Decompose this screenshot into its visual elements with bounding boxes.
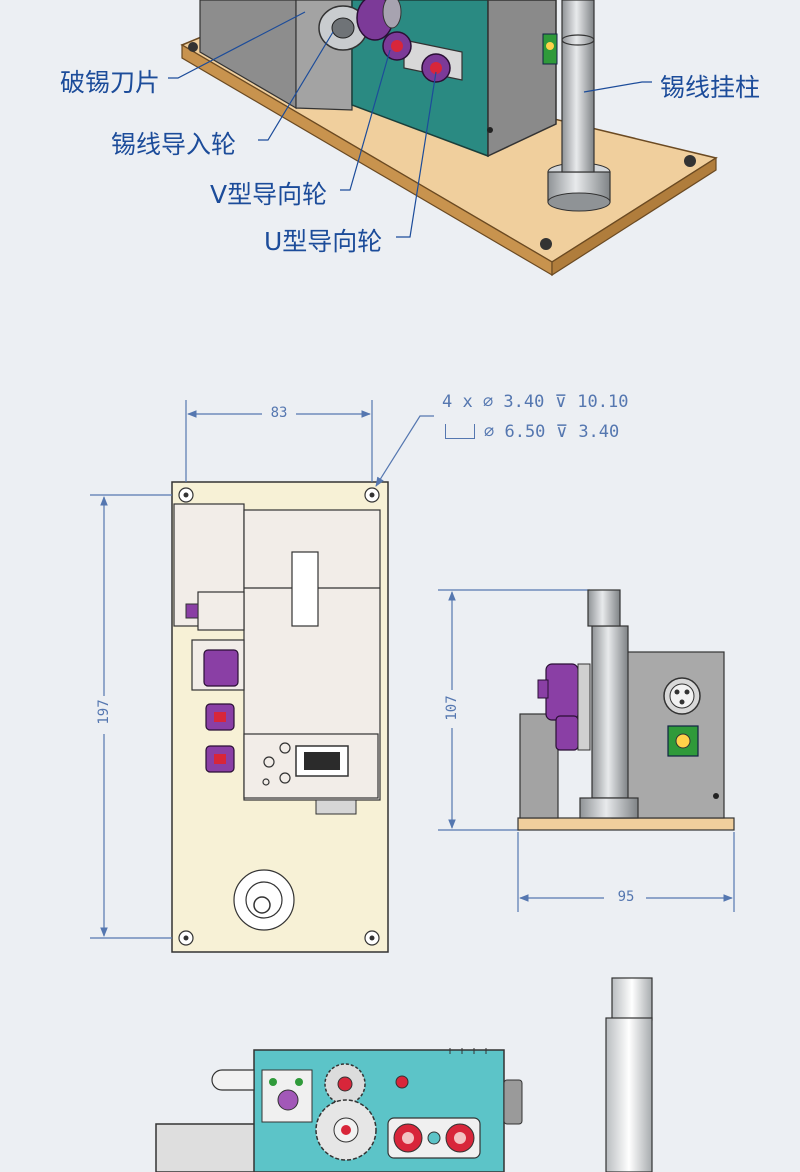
callout-feed-wheel: 锡线导入轮: [111, 130, 237, 159]
wood-base-front: [551, 156, 717, 277]
bottom-purple-knob: [277, 1089, 299, 1111]
feed-roller: [203, 649, 239, 687]
leader-v-guide: [340, 49, 391, 191]
callout-leaders: [168, 11, 652, 238]
purple-knob: [185, 603, 199, 619]
top-view: [171, 481, 389, 953]
green-indicator-dot: [546, 42, 554, 50]
v-roller-core: [391, 40, 403, 52]
callout-post: 锡线挂柱: [660, 73, 761, 102]
dim-side-width-label: 95: [617, 889, 635, 905]
callout-u-guide: U型导向轮: [264, 227, 383, 256]
side-post-base: [579, 797, 639, 819]
dim-width-label: 83: [270, 405, 288, 421]
bottom-post-column: [605, 1017, 653, 1172]
dim-height-label: 197: [96, 699, 112, 725]
base-hole: [188, 42, 198, 52]
counterbore-icon: [445, 424, 475, 439]
callout-v-guide: V型导向轮: [210, 180, 328, 209]
side-post-column: [591, 625, 629, 799]
blade-holder: [291, 551, 319, 627]
dimension-lines: [90, 400, 735, 939]
bottom-view: [155, 977, 653, 1172]
side-view: [517, 589, 735, 831]
gear: [382, 0, 402, 29]
post-column: [561, 0, 595, 173]
side-guide-roller: [555, 715, 579, 751]
u-roller-core: [430, 62, 442, 74]
leader-feed-wheel: [258, 31, 334, 141]
callout-blade: 破锡刀片: [60, 68, 161, 97]
connector: [315, 799, 357, 815]
display-screen: [304, 752, 340, 770]
post-base-bottom: [547, 192, 611, 212]
hole-spec-line1: 4 x ∅ 3.40 ⊽ 10.10: [442, 392, 629, 412]
bottom-lever: [211, 1069, 255, 1091]
spool-post-top: [233, 869, 295, 931]
leader-post: [583, 81, 652, 93]
hole-leader: [375, 415, 434, 487]
hole-spec-line2: ∅ 6.50 ⊽ 3.40: [484, 422, 620, 442]
post-column-joint: [561, 34, 595, 46]
teal-body-side: [487, 0, 557, 158]
base-hole: [684, 155, 696, 167]
front-cap: [197, 591, 245, 631]
side-left-block: [519, 713, 559, 819]
blade-wheel-hub: [331, 17, 355, 39]
bottom-post-cap: [611, 977, 653, 1021]
base-hole: [540, 238, 552, 250]
side-post-cap: [587, 589, 621, 627]
screw: [487, 127, 493, 133]
isometric-view: [180, 0, 718, 277]
side-feed-roller: [545, 663, 579, 721]
dim-side-height-label: 107: [444, 695, 460, 721]
leader-blade: [168, 11, 306, 79]
leader-u-guide: [396, 71, 437, 238]
side-base: [517, 817, 735, 831]
